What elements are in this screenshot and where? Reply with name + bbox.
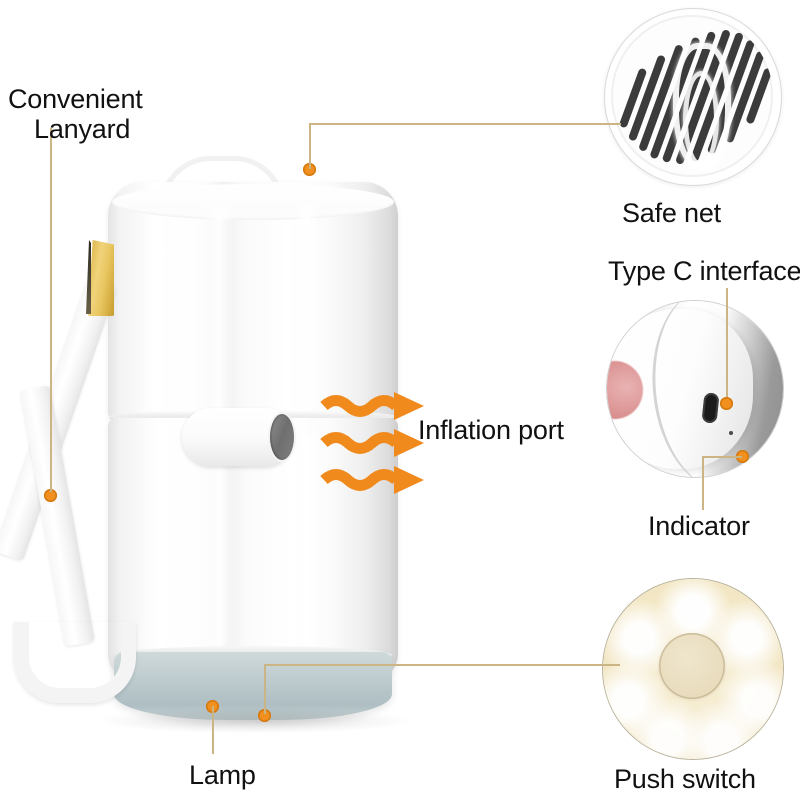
leader-line-lanyard: [50, 128, 52, 492]
callout-dot-safenet: [303, 163, 316, 176]
label-lamp: Lamp: [189, 760, 256, 790]
label-type-c-interface: Type C interface: [608, 256, 800, 286]
leader-line-lamp: [212, 706, 214, 754]
label-safe-net: Safe net: [622, 198, 721, 228]
lamp-base-ring: [114, 652, 392, 720]
fan-grille-icon: [611, 15, 773, 177]
product-upper-barrel: [108, 182, 398, 422]
label-convenient-lanyard-line1: Convenient: [8, 84, 143, 114]
lanyard-loop-bottom: [14, 622, 136, 703]
cord-through-grille-inner: [683, 71, 719, 167]
leader-line-indicator-h: [702, 456, 742, 458]
leader-line-safenet-h: [309, 123, 621, 125]
push-switch-detail-circle: [602, 578, 784, 760]
ground-shadow: [90, 708, 420, 734]
push-switch-button[interactable]: [659, 633, 725, 699]
callout-dot-typec: [720, 397, 733, 410]
leader-line-safenet-v: [309, 123, 311, 169]
leader-line-indicator-v: [702, 456, 704, 510]
label-convenient-lanyard-line2: Lanyard: [34, 114, 131, 145]
inflation-port-opening: [270, 414, 294, 460]
indicator-led: [729, 431, 733, 435]
cord-through-grille: [673, 43, 731, 171]
label-indicator: Indicator: [648, 511, 750, 541]
safe-net-detail-circle: [604, 8, 782, 186]
label-push-switch: Push switch: [614, 764, 756, 794]
callout-dot-pushswitch: [258, 709, 271, 722]
leader-line-push-h: [264, 664, 620, 666]
leader-line-push-v: [264, 664, 266, 714]
lanyard-strap: [0, 240, 160, 710]
product-top-rim: [112, 184, 394, 220]
label-inflation-port: Inflation port: [418, 415, 564, 445]
callout-dot-indicator: [736, 450, 749, 463]
lanyard-gold-clip: [88, 240, 114, 316]
lanyard-clip-edge: [86, 240, 91, 314]
airflow-arrows-icon: [320, 392, 424, 494]
type-c-detail-circle: [606, 300, 784, 478]
callout-dot-lanyard: [44, 489, 57, 502]
leader-line-typec: [726, 288, 728, 403]
